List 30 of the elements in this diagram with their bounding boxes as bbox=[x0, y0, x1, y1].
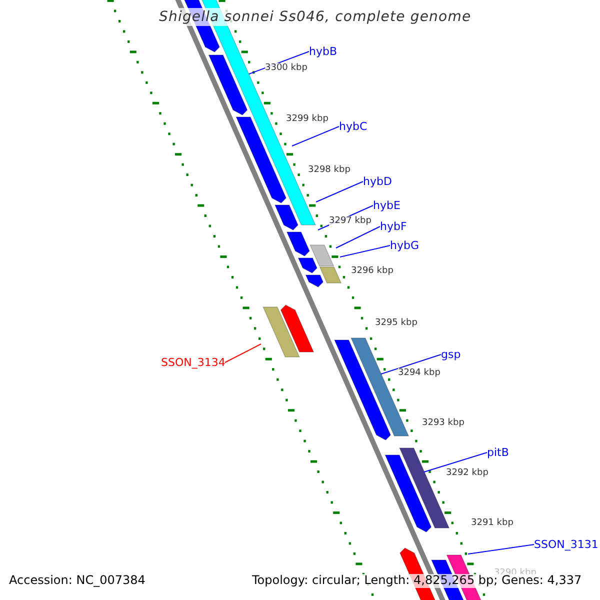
tick-label: 3300 kbp bbox=[265, 63, 308, 74]
tick-label: 3292 kbp bbox=[446, 468, 488, 478]
leader-line bbox=[224, 344, 262, 363]
leader-line bbox=[468, 544, 534, 554]
leader-line bbox=[316, 181, 364, 202]
tick-label: 3299 kbp bbox=[286, 114, 328, 124]
gene-label: hybF bbox=[380, 220, 407, 233]
tick-label: 3298 kbp bbox=[308, 165, 350, 176]
tick-label: 3294 kbp bbox=[398, 368, 440, 378]
tick-label: 3293 kbp bbox=[422, 418, 464, 428]
footer-text: Topology: circular; Length: 4,825,265 bp; Genes: 4,337 bbox=[252, 574, 582, 588]
leader-line bbox=[340, 245, 390, 258]
gene-label: hybE bbox=[373, 199, 400, 212]
tick-label: 3296 kbp bbox=[351, 266, 394, 276]
gene-label: hybD bbox=[363, 175, 392, 188]
gene-label: SSON_3131 bbox=[534, 538, 598, 551]
leader-line bbox=[380, 354, 442, 374]
gene-label: gsp bbox=[441, 348, 461, 361]
gene-label: SSON_3134 bbox=[161, 356, 226, 369]
gene-label: hybB bbox=[309, 45, 338, 58]
leader-line bbox=[336, 226, 380, 248]
gene-label: hybC bbox=[339, 120, 368, 133]
tick-label: 3291 kbp bbox=[471, 518, 514, 528]
leader-line bbox=[292, 126, 340, 146]
gene-label: pitB bbox=[487, 446, 509, 459]
leader-line bbox=[424, 452, 488, 472]
footer-text: Accession: NC_007384 bbox=[9, 574, 146, 588]
gene-label: hybG bbox=[390, 239, 419, 252]
tick-label: 3297 kbp bbox=[329, 216, 372, 226]
tick-label: 3295 kbp bbox=[375, 318, 418, 328]
